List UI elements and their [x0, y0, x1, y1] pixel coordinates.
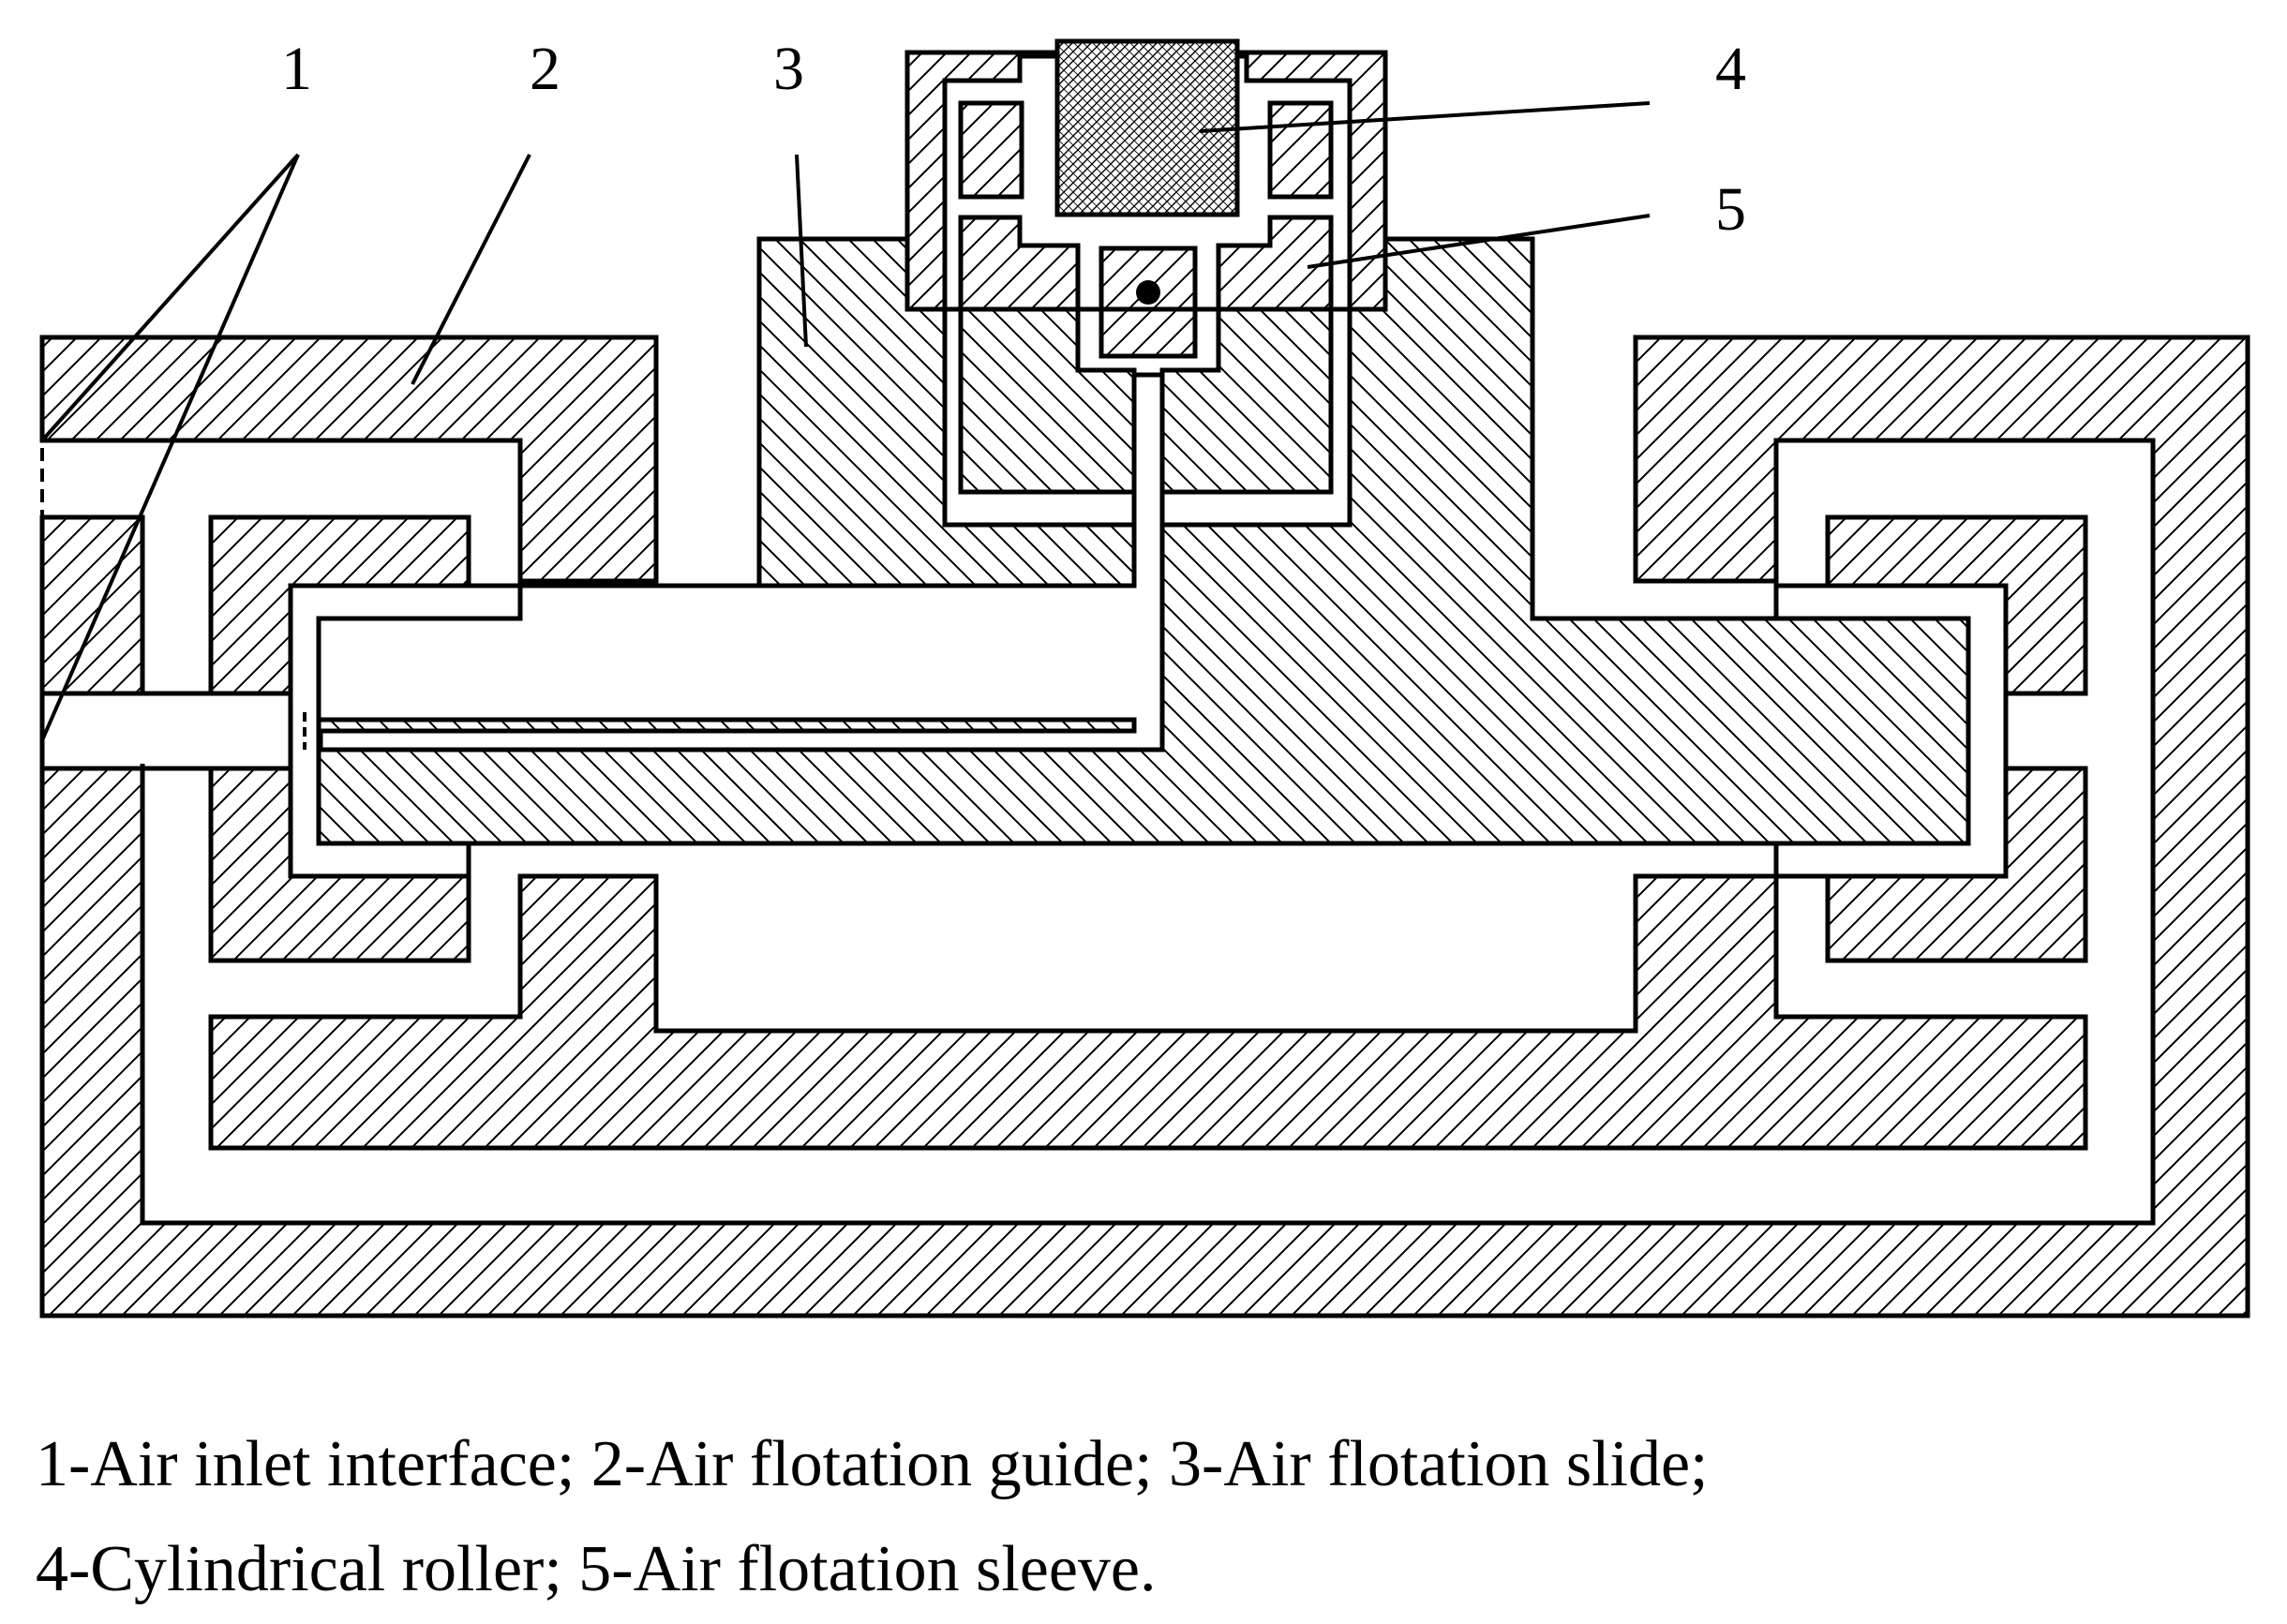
sleeve-pad-right-top	[1267, 100, 1334, 200]
leader-4	[1199, 101, 1651, 133]
caption-line-2: 4-Cylindrical roller; 5-Air flotation sl…	[36, 1533, 1157, 1605]
air-channel-slide-right	[1773, 583, 2009, 879]
air-channel-slide-left	[288, 583, 523, 879]
roller-ball	[1136, 280, 1160, 305]
callout-5: 5	[1715, 175, 1746, 244]
leader-3	[795, 154, 808, 348]
air-flotation-assembly-diagram: 1 2 3 4 5	[39, 35, 2250, 1319]
leader-1a	[40, 153, 300, 442]
leader-2	[411, 154, 531, 385]
callout-2: 2	[530, 35, 561, 103]
callout-3: 3	[773, 35, 804, 103]
leader-1b	[40, 154, 300, 741]
cylindrical-roller	[1054, 38, 1240, 217]
air-channel-outer-loop	[140, 438, 2156, 1226]
callout-4: 4	[1715, 35, 1746, 103]
callout-1: 1	[281, 35, 312, 103]
guide-inner-u-block	[208, 873, 2088, 1151]
leader-5	[1307, 214, 1651, 269]
caption-line-1: 1-Air inlet interface; 2-Air flotation g…	[36, 1428, 1709, 1500]
sleeve-pad-left-top	[958, 100, 1024, 200]
